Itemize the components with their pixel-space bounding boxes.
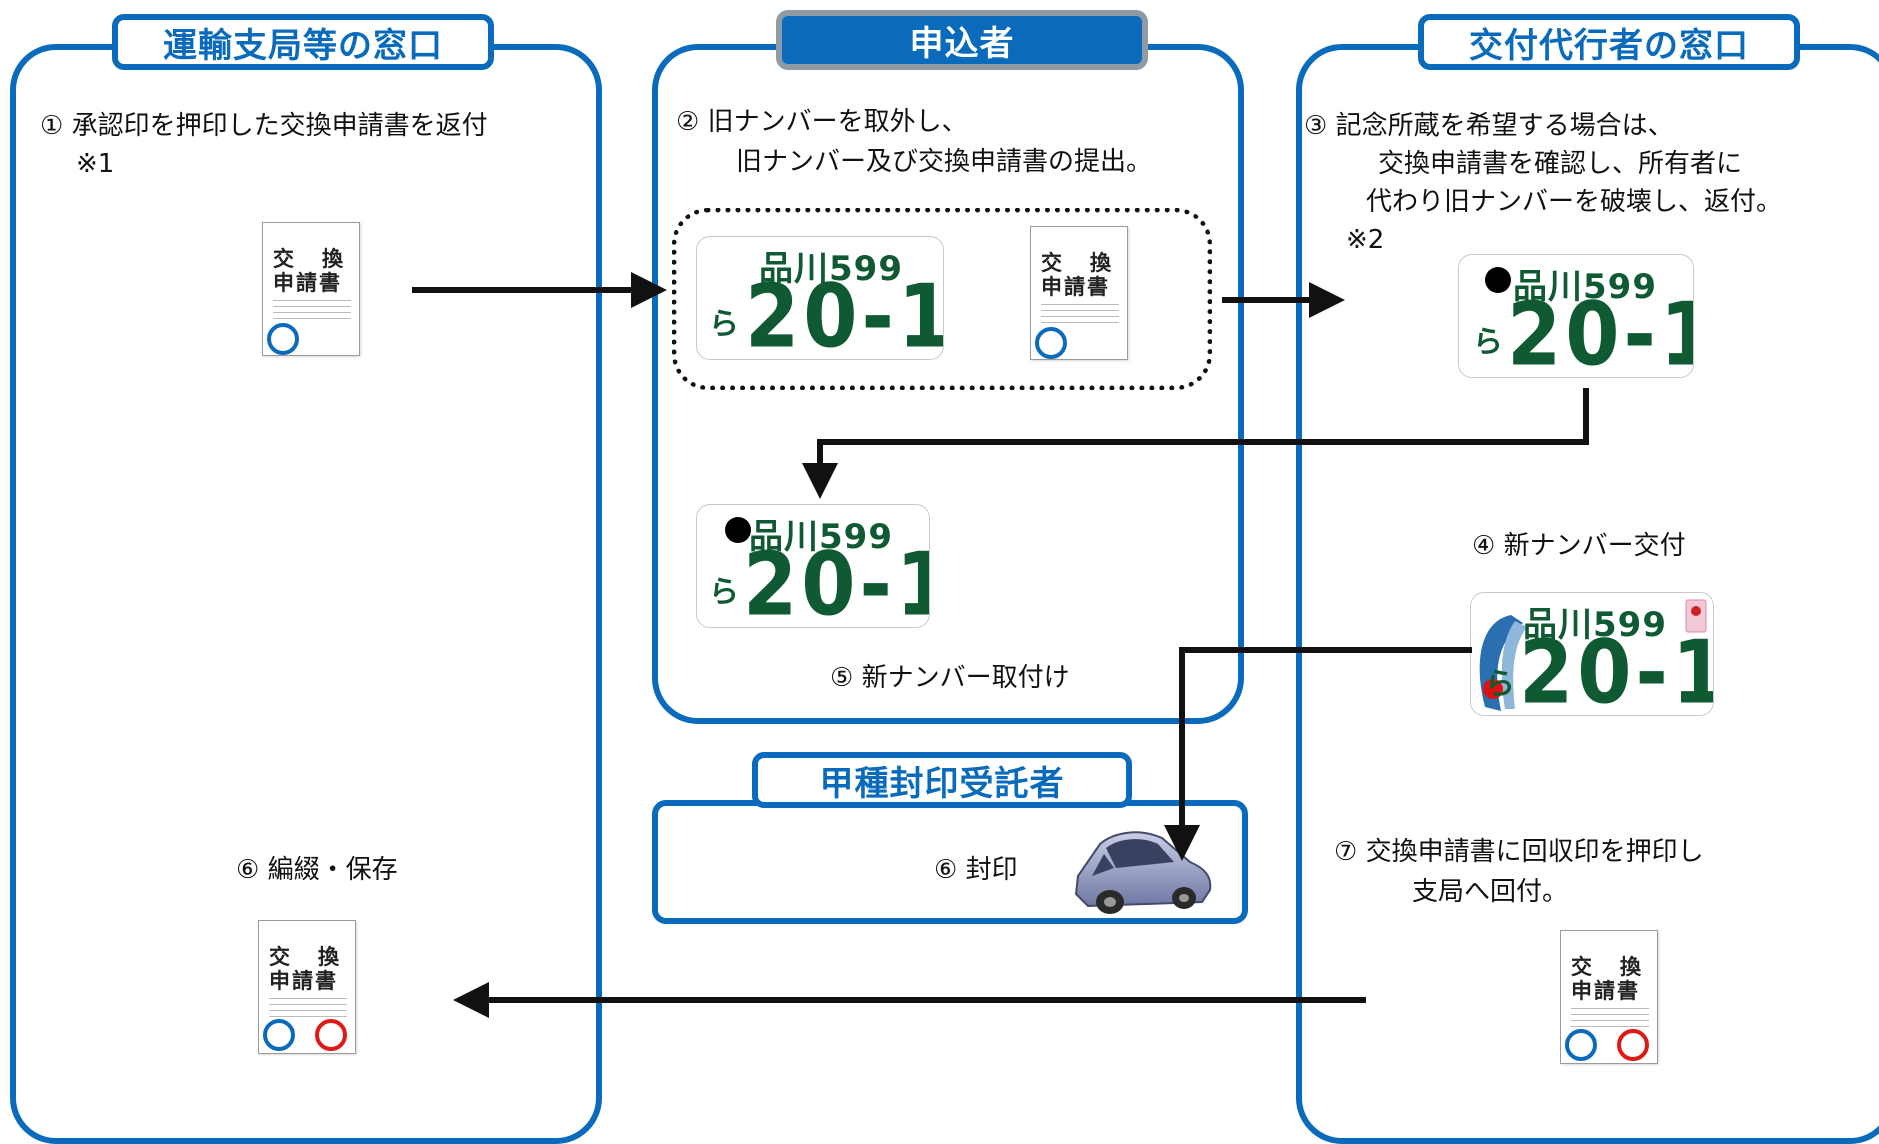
- doc-lines: [1041, 299, 1119, 327]
- step-7-text-1: ⑦ 交換申請書に回収印を押印し: [1334, 837, 1704, 867]
- doc-title-2: 申請書: [273, 271, 342, 295]
- step-1-text: ① 承認印を押印した交換申請書を返付: [40, 111, 488, 141]
- application-doc-3: 交換 申請書: [258, 920, 356, 1054]
- destroy-mark: [725, 517, 751, 543]
- doc-title-2: 申請書: [1571, 979, 1640, 1003]
- plate-number: 20-19: [1507, 285, 1693, 378]
- old-plate: 品川599 ら 20-19: [696, 236, 944, 360]
- destroyed-plate-right: 品川599 ら 20-19: [1458, 254, 1694, 378]
- plate-region: 品川599: [1523, 605, 1667, 645]
- doc-title-2: 申請書: [269, 969, 338, 993]
- seal-panel-title: 甲種封印受託者: [752, 752, 1132, 808]
- approval-stamp-blue: [1565, 1029, 1597, 1061]
- step-2-text-2: 旧ナンバー及び交換申請書の提出。: [736, 147, 1153, 177]
- doc-title-1: 交換: [1571, 955, 1669, 979]
- destroy-mark: [1485, 267, 1511, 293]
- doc-title-1: 交換: [269, 945, 367, 969]
- plate-region: 品川599: [759, 249, 903, 289]
- doc-title-1: 交換: [1041, 251, 1139, 275]
- left-panel-title: 運輸支局等の窓口: [112, 14, 494, 70]
- step-3-text-1: ③ 記念所蔵を希望する場合は、: [1304, 111, 1674, 141]
- arrow-deliver-new-plate: [1164, 647, 1472, 861]
- doc-title-2: 申請書: [1041, 275, 1110, 299]
- rugby-emblem-icon: [1479, 615, 1527, 711]
- arrow-return-destroyed-plate: [802, 388, 1589, 499]
- plate-hiragana: ら: [1473, 325, 1503, 360]
- new-plate: 品川599 ら 20-19: [1470, 592, 1714, 716]
- application-doc-2: 交換 申請書: [1030, 226, 1128, 360]
- step-3-text-3: 代わり旧ナンバーを破壊し、返付。: [1366, 187, 1783, 217]
- step-3-text-2: 交換申請書を確認し、所有者に: [1378, 149, 1743, 179]
- step-7-text-2: 支局へ回付。: [1412, 877, 1569, 907]
- approval-stamp-blue: [263, 1019, 295, 1051]
- step-3-note: ※2: [1346, 225, 1385, 255]
- plate-number: 20-19: [1519, 623, 1713, 716]
- plate-hiragana: ら: [709, 307, 739, 342]
- collection-stamp-red: [315, 1019, 347, 1051]
- submission-group-border: [672, 208, 1212, 390]
- approval-stamp-blue: [267, 323, 299, 355]
- doc-title-1: 交換: [273, 247, 371, 271]
- right-panel-title: 交付代行者の窓口: [1418, 14, 1800, 70]
- plate-region: 品川599: [1513, 267, 1657, 307]
- plate-region: 品川599: [749, 517, 893, 557]
- doc-lines: [269, 993, 347, 1021]
- step-6-left-text: ⑥ 編綴・保存: [236, 855, 398, 885]
- plate-hiragana: ら: [709, 575, 739, 610]
- step-2-text-1: ② 旧ナンバーを取外し、: [676, 107, 968, 137]
- doc-lines: [1571, 1003, 1649, 1031]
- returned-plate-center: 品川599 ら 20-19: [696, 504, 930, 628]
- step-6-seal-text: ⑥ 封印: [934, 855, 1018, 885]
- plate-hiragana: ら: [1485, 667, 1515, 702]
- step-4-text: ④ 新ナンバー交付: [1472, 531, 1686, 561]
- step-5-text: ⑤ 新ナンバー取付け: [830, 663, 1070, 693]
- step-1-note: ※1: [76, 149, 115, 179]
- collection-stamp-red: [1617, 1029, 1649, 1061]
- approval-stamp-blue: [1035, 327, 1067, 359]
- application-doc-1: 交換 申請書: [262, 222, 360, 356]
- doc-lines: [273, 295, 351, 323]
- rugby-logo-icon: [1685, 599, 1707, 633]
- center-panel-title: 申込者: [776, 10, 1148, 70]
- plate-number: 20-19: [745, 267, 943, 360]
- plate-number: 20-19: [743, 535, 929, 628]
- application-doc-4: 交換 申請書: [1560, 930, 1658, 1064]
